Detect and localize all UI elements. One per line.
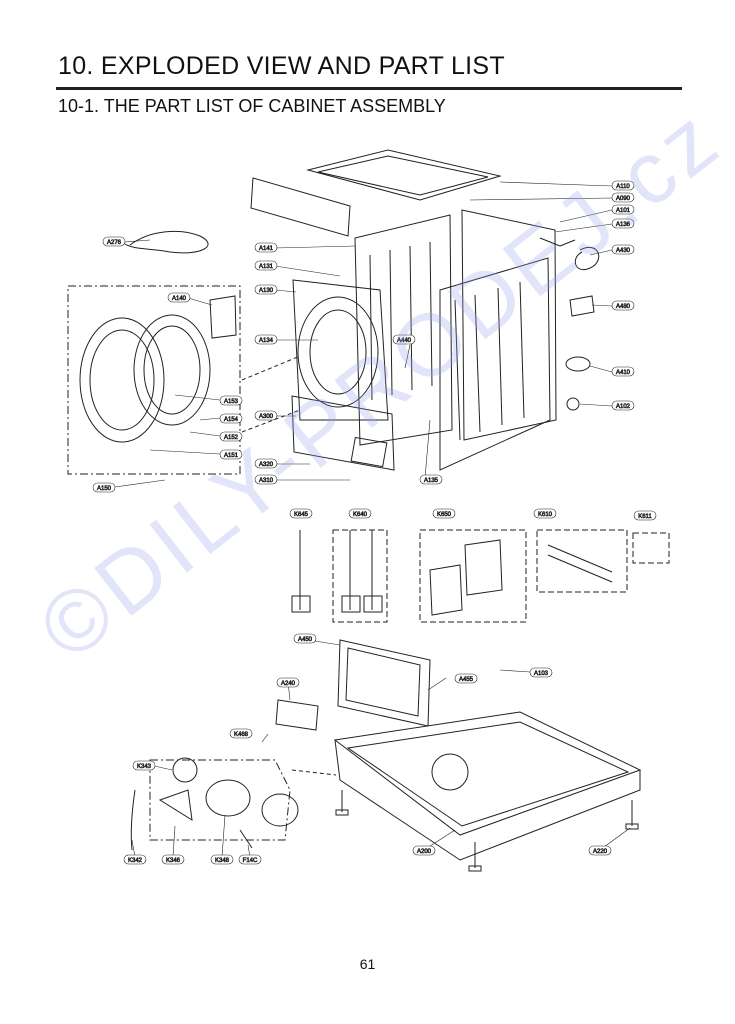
callout-A410: A410 <box>611 366 635 377</box>
svg-text:A140: A140 <box>172 296 187 302</box>
callout-A152: A152 <box>219 431 243 442</box>
svg-text:A101: A101 <box>616 208 631 214</box>
svg-text:F14C: F14C <box>243 858 258 864</box>
svg-text:A440: A440 <box>397 338 412 344</box>
svg-text:A136: A136 <box>616 222 631 228</box>
page-number: 61 <box>359 956 376 972</box>
callout-A135: A135 <box>419 474 443 485</box>
callout-A320: A320 <box>254 458 278 469</box>
callout-A134: A134 <box>254 334 278 345</box>
svg-text:A103: A103 <box>534 671 549 677</box>
callout-A103: A103 <box>529 667 553 678</box>
callout-K348: K348 <box>210 854 234 865</box>
callout-A240: A240 <box>276 677 300 688</box>
callout-A131: A131 <box>254 260 278 271</box>
callout-A200: A200 <box>412 845 436 856</box>
callout-A450: A450 <box>293 633 317 644</box>
svg-text:A090: A090 <box>616 196 631 202</box>
svg-text:A134: A134 <box>259 338 274 344</box>
callout-K640: K640 <box>348 508 372 519</box>
callout-F14C: F14C <box>238 854 262 865</box>
callout-A136: A136 <box>611 218 635 229</box>
svg-text:K640: K640 <box>353 512 368 518</box>
svg-text:K346: K346 <box>166 858 181 864</box>
svg-text:A310: A310 <box>259 478 274 484</box>
callout-A102: A102 <box>611 400 635 411</box>
svg-text:A240: A240 <box>281 681 296 687</box>
callout-A440: A440 <box>392 334 416 345</box>
callout-A130: A130 <box>254 284 278 295</box>
svg-text:A154: A154 <box>224 417 239 423</box>
svg-text:A480: A480 <box>616 304 631 310</box>
callout-A276: A276 <box>102 236 126 247</box>
svg-text:A131: A131 <box>259 264 274 270</box>
svg-text:A200: A200 <box>417 849 432 855</box>
svg-text:A135: A135 <box>424 478 439 484</box>
callout-K342: K342 <box>123 854 147 865</box>
callout-K343: K343 <box>132 760 156 771</box>
svg-text:A102: A102 <box>616 404 631 410</box>
svg-text:A320: A320 <box>259 462 274 468</box>
svg-text:K468: K468 <box>234 732 249 738</box>
svg-text:K348: K348 <box>215 858 230 864</box>
svg-text:A110: A110 <box>616 184 630 190</box>
page-title: 10. EXPLODED VIEW AND PART LIST <box>58 52 505 80</box>
callout-A140: A140 <box>167 292 191 303</box>
callout-A310: A310 <box>254 474 278 485</box>
svg-text:A220: A220 <box>593 849 608 855</box>
callout-K468: K468 <box>229 728 253 739</box>
svg-text:A153: A153 <box>224 399 239 405</box>
svg-text:A276: A276 <box>107 240 122 246</box>
callout-A141: A141 <box>254 242 278 253</box>
callout-A220: A220 <box>588 845 612 856</box>
svg-text:A150: A150 <box>97 486 112 492</box>
svg-text:A410: A410 <box>616 370 631 376</box>
svg-text:A152: A152 <box>224 435 239 441</box>
svg-text:A151: A151 <box>224 453 239 459</box>
svg-text:K342: K342 <box>128 858 143 864</box>
section-subtitle: 10-1. THE PART LIST OF CABINET ASSEMBLY <box>58 96 446 116</box>
callout-K611: K611 <box>633 510 657 521</box>
svg-text:K645: K645 <box>294 512 309 518</box>
callout-A154: A154 <box>219 413 243 424</box>
svg-text:K611: K611 <box>638 514 652 520</box>
callout-A101: A101 <box>611 204 635 215</box>
callout-A151: A151 <box>219 449 243 460</box>
callout-A153: A153 <box>219 395 243 406</box>
callout-A480: A480 <box>611 300 635 311</box>
callout-A110: A110 <box>611 180 635 191</box>
svg-text:A430: A430 <box>616 248 631 254</box>
svg-text:A455: A455 <box>459 677 474 683</box>
svg-text:K610: K610 <box>538 512 553 518</box>
callout-A430: A430 <box>611 244 635 255</box>
callout-A455: A455 <box>454 673 478 684</box>
callout-A150: A150 <box>92 482 116 493</box>
callout-A300: A300 <box>254 410 278 421</box>
callout-A090: A090 <box>611 192 635 203</box>
callout-K610: K610 <box>533 508 557 519</box>
title-rule <box>56 87 682 90</box>
svg-text:K343: K343 <box>137 764 152 770</box>
svg-text:A300: A300 <box>259 414 274 420</box>
callout-K346: K346 <box>161 854 185 865</box>
svg-text:A141: A141 <box>259 246 274 252</box>
svg-text:K650: K650 <box>437 512 452 518</box>
callout-K650: K650 <box>432 508 456 519</box>
svg-text:A130: A130 <box>259 288 274 294</box>
svg-text:A450: A450 <box>298 637 313 643</box>
callout-K645: K645 <box>289 508 313 519</box>
